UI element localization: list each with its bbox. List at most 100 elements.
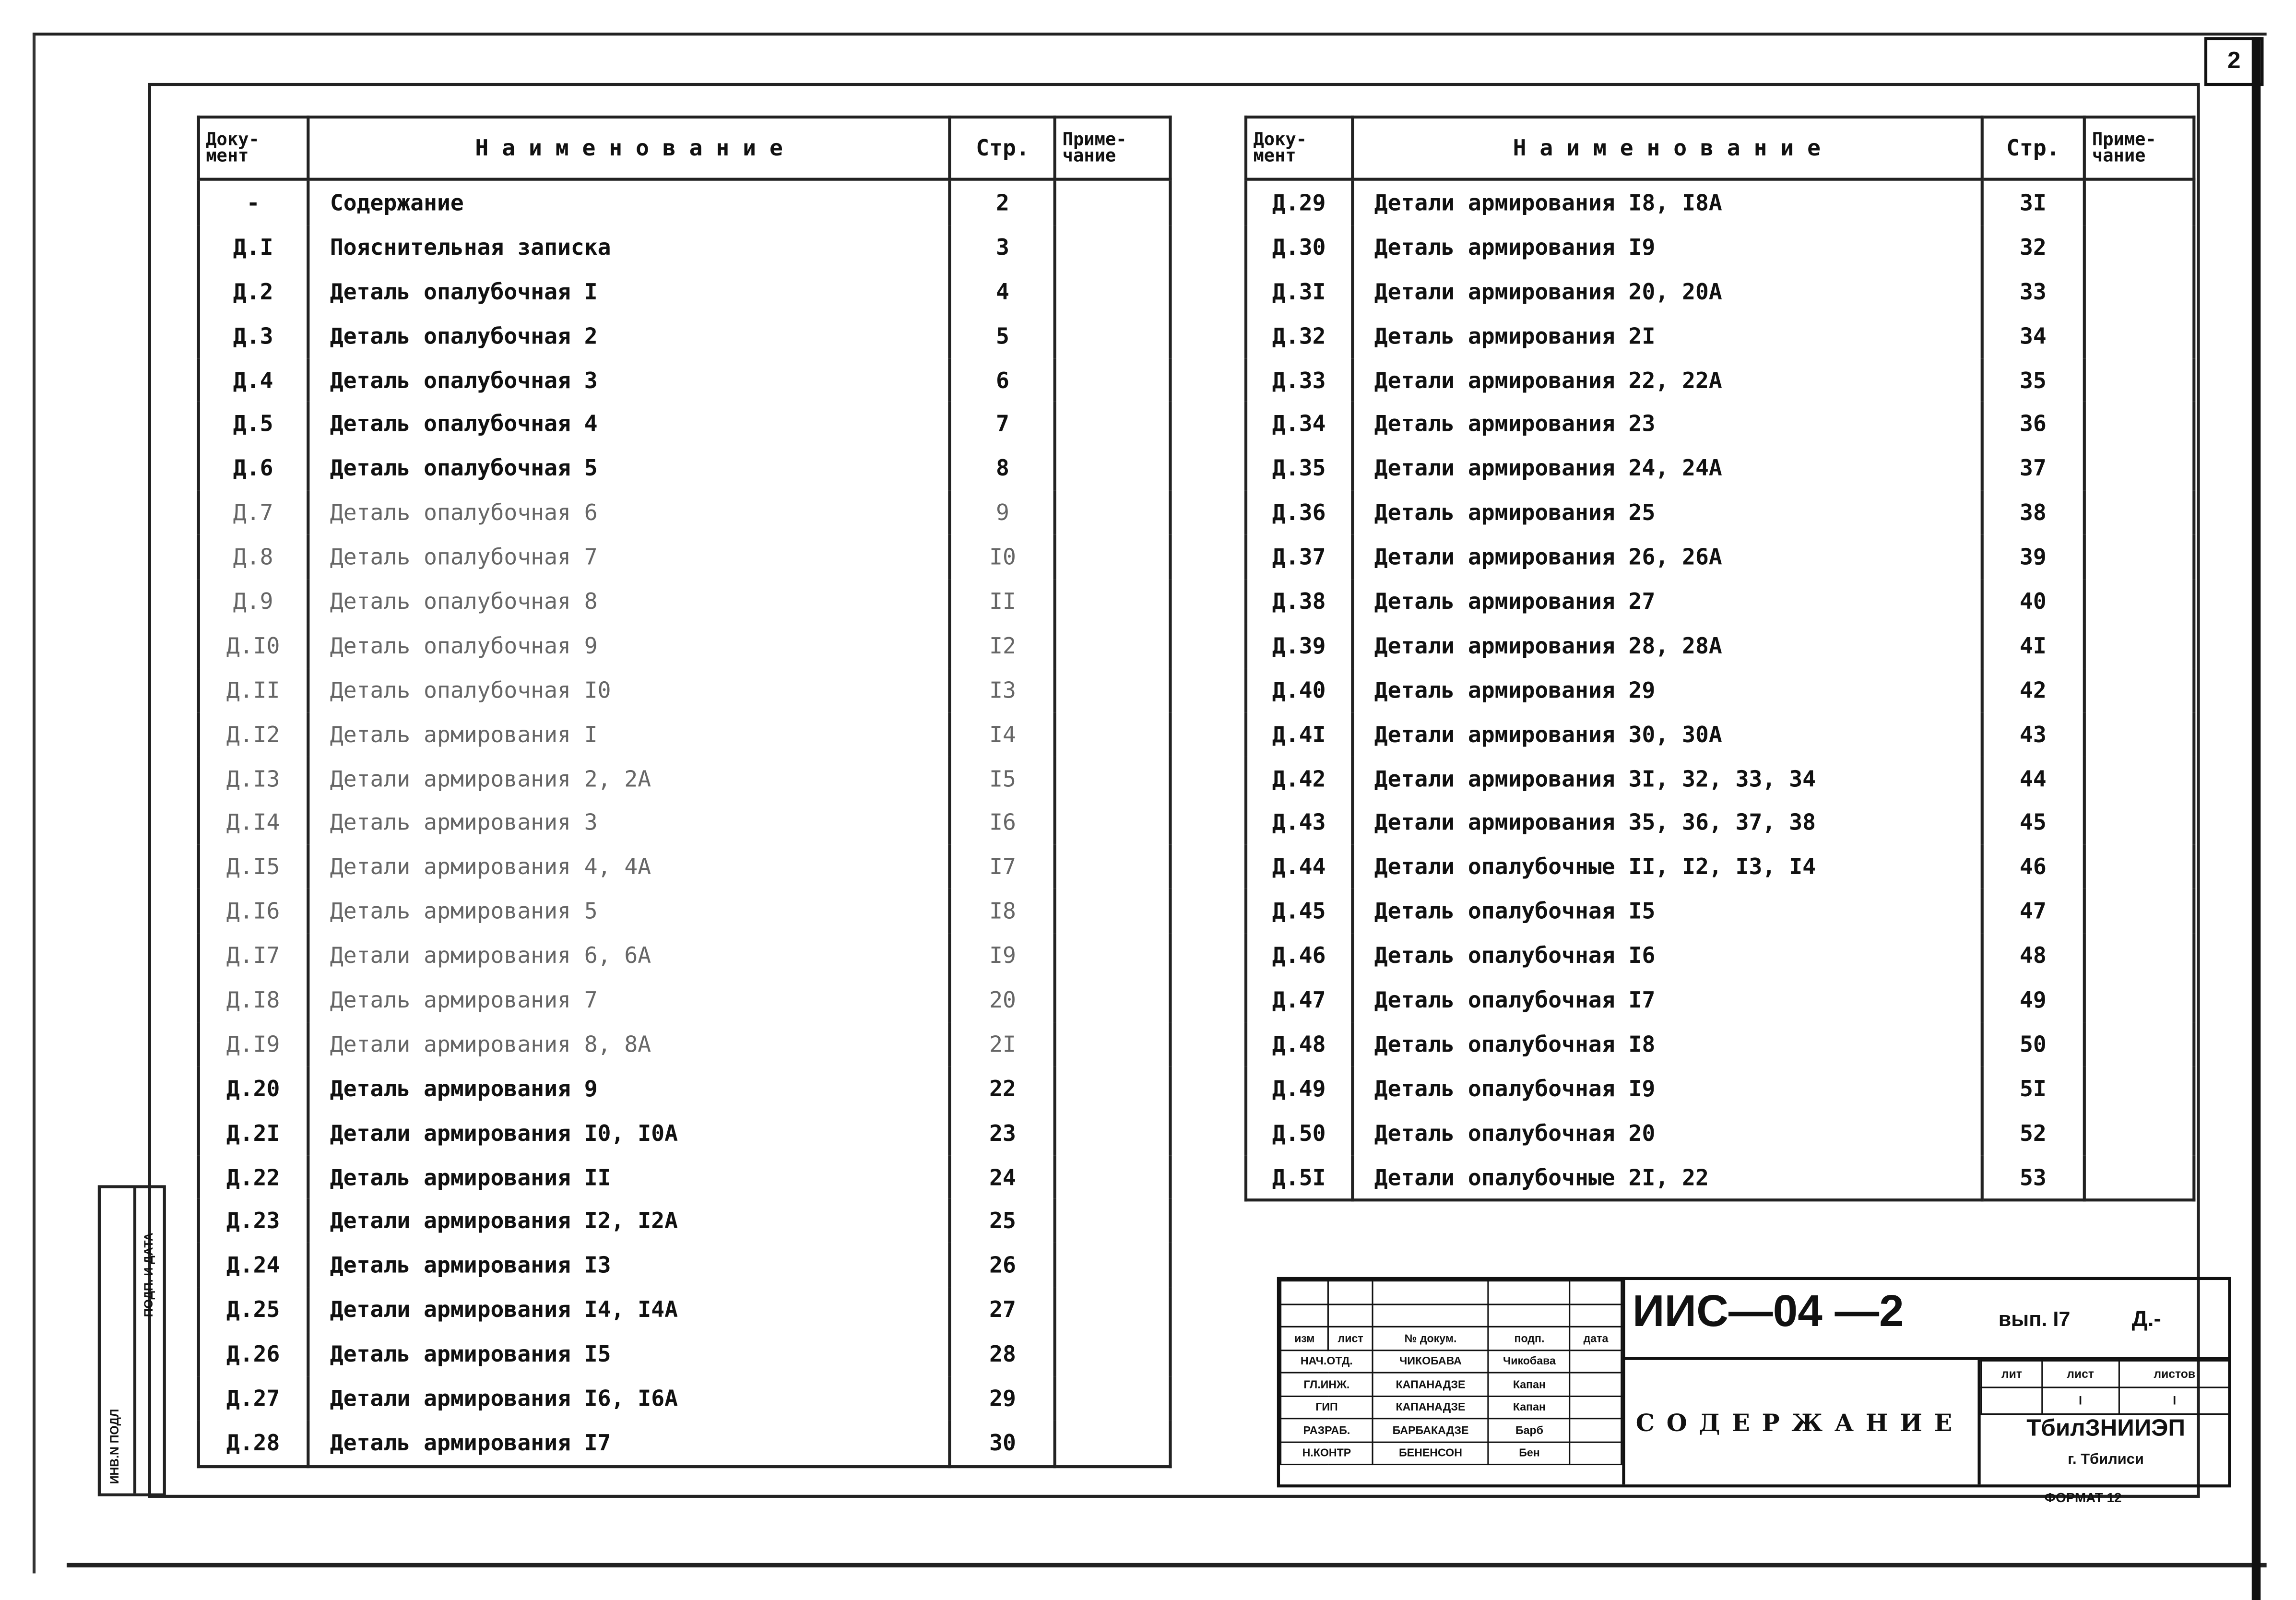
page-cell: 3 [948,225,1057,270]
note-cell [1053,1332,1172,1376]
doc-cell: Д.5I [1244,1155,1354,1202]
note-cell [1053,978,1172,1022]
doc-cell: Д.I7 [197,933,309,978]
staff-signature: Капан [1488,1372,1571,1397]
doc-cell: Д.I0 [197,623,309,668]
note-cell [2083,579,2196,624]
staff-name: ЧИКОБАВА [1372,1349,1490,1374]
name-cell: Деталь армирования 29 [1350,668,1983,712]
doc-cell: Д.8 [197,535,309,580]
note-cell [2083,446,2196,491]
staff-date [1569,1441,1622,1465]
staff-role: ГЛ.ИНЖ. [1280,1372,1373,1397]
note-cell [1053,1111,1172,1155]
page-cell: 23 [948,1111,1057,1155]
doc-cell: Д.22 [197,1155,309,1199]
doc-cell: Д.42 [1244,756,1354,801]
note-cell [2083,313,2196,358]
sheet-header: лист [2041,1360,2120,1388]
note-cell [2083,225,2196,270]
page-cell: 44 [1980,756,2086,801]
doc-cell: Д.25 [197,1288,309,1332]
doc-cell: Д.38 [1244,579,1354,624]
page-cell: I8 [948,889,1057,934]
note-cell [2083,1022,2196,1067]
doc-cell: Д.27 [197,1376,309,1421]
staff-signature: Чикобава [1488,1349,1571,1374]
inv-label: ИНВ.N ПОДЛ [108,1409,122,1485]
organization: ТбилЗНИИЭП [2026,1416,2185,1442]
doc-cell: Д.45 [1244,889,1354,934]
page-cell: I2 [948,623,1057,668]
doc-cell: Д.I3 [197,756,309,801]
note-cell [2083,623,2196,668]
col-header: изм [1280,1326,1329,1351]
name-cell: Деталь опалубочная I5 [1350,889,1983,934]
note-cell [1053,1376,1172,1421]
name-cell: Деталь опалубочная 9 [306,623,952,668]
doc-cell: Д.39 [1244,623,1354,668]
name-cell: Детали армирования 2, 2А [306,756,952,801]
doc-cell: Д.26 [197,1332,309,1376]
staff-signature: Барб [1488,1418,1571,1443]
staff-name: КАПАНАДЗЕ [1372,1372,1490,1397]
frame-right-edge [2251,37,2261,1600]
page-cell: I4 [948,712,1057,757]
page-cell: 40 [1980,579,2086,624]
name-cell: Детали армирования I8, I8А [1350,179,1983,225]
page-cell: 8 [948,446,1057,491]
doc-cell: Д.I4 [197,800,309,845]
col-header: № докум. [1372,1326,1490,1351]
doc-cell: Д.30 [1244,225,1354,270]
page-cell: 5I [1980,1066,2086,1111]
note-cell [2083,402,2196,447]
staff-date [1569,1395,1622,1420]
page-cell: 7 [948,402,1057,447]
note-cell [2083,933,2196,978]
page-cell: 50 [1980,1022,2086,1067]
page-cell: I5 [948,756,1057,801]
col-header: дата [1569,1326,1622,1351]
page-cell: 34 [1980,313,2086,358]
page-cell: I3 [948,668,1057,712]
header-doc: Доку- мент [1244,115,1354,181]
doc-cell: Д.I9 [197,1022,309,1067]
name-cell: Деталь опалубочная 6 [306,490,952,535]
page-cell: 42 [1980,668,2086,712]
doc-cell: Д.4I [1244,712,1354,757]
name-cell: Содержание [306,179,952,225]
note-cell [1053,446,1172,491]
note-cell [1053,1421,1172,1468]
doc-cell: Д.28 [197,1421,309,1468]
page-cell: 27 [948,1288,1057,1332]
doc-cell: Д.II [197,668,309,712]
doc-cell: Д.35 [1244,446,1354,491]
issue-number: вып. I7 [1998,1306,2071,1331]
note-cell [1053,712,1172,757]
note-cell [1053,623,1172,668]
name-cell: Деталь опалубочная 7 [306,535,952,580]
staff-date [1569,1372,1622,1397]
